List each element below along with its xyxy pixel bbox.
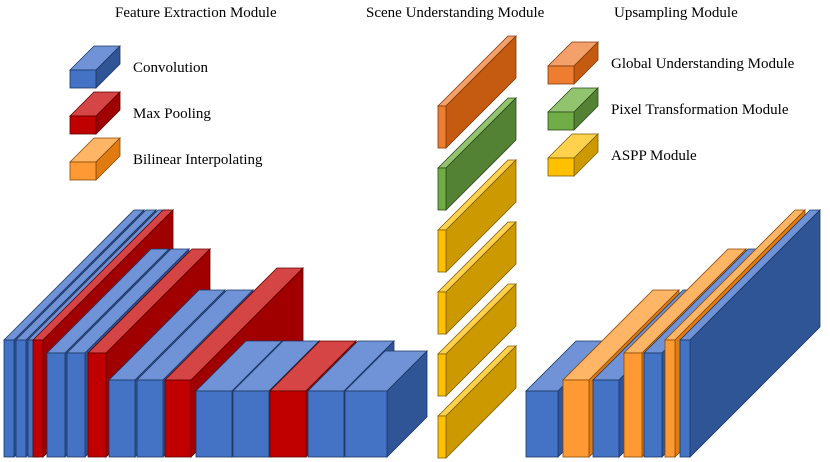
legend-swatch-aspp: [547, 133, 599, 177]
feature-extraction-blocks: [3, 209, 428, 458]
scene-block-5: [437, 283, 517, 397]
upsampling-heading: Upsampling Module: [614, 5, 738, 21]
legend-label-max_pooling: Max Pooling: [133, 106, 211, 122]
legend-label-global: Global Understanding Module: [611, 56, 795, 72]
decoder-block-7: [679, 209, 821, 458]
legend-swatch-bilinear: [69, 137, 121, 181]
scene-block-4: [437, 221, 517, 335]
scene-block-3: [437, 159, 517, 273]
legend-swatch-max_pooling: [69, 91, 121, 135]
legend-swatch-global: [547, 41, 599, 85]
legend-swatch-convolution: [69, 45, 121, 89]
legend-label-bilinear: Bilinear Interpolating: [133, 152, 263, 168]
scene-understanding-heading: Scene Understanding Module: [366, 5, 545, 21]
scene-block-1: [437, 35, 517, 149]
scene-block-2: [437, 97, 517, 211]
upsampling-blocks: [525, 209, 821, 458]
legend-label-convolution: Convolution: [133, 60, 209, 76]
scene-block-6: [437, 345, 517, 459]
legend-swatch-pixel: [547, 87, 599, 131]
feature-extraction-heading: Feature Extraction Module: [115, 5, 277, 21]
legend-label-aspp: ASPP Module: [611, 148, 697, 164]
scene-understanding-blocks: [437, 35, 517, 459]
legend-label-pixel: Pixel Transformation Module: [611, 102, 789, 118]
encoder-block-15: [344, 350, 428, 458]
